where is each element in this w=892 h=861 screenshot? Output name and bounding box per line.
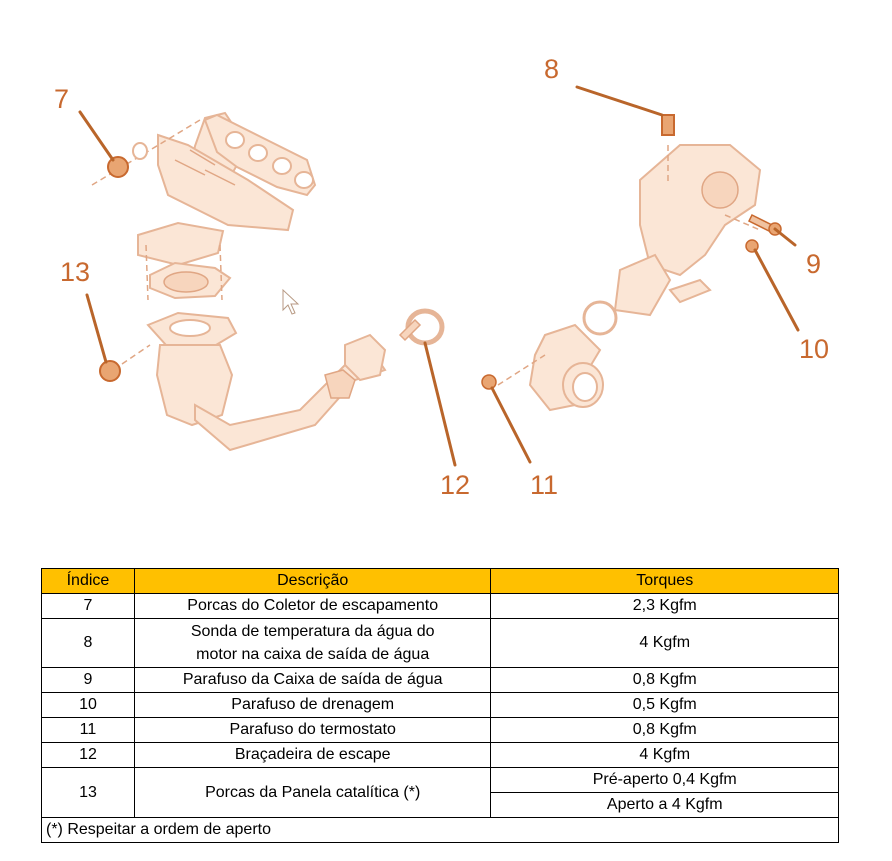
row-torque: 2,3 Kgfm xyxy=(490,593,839,619)
row-torque-final: Aperto a 4 Kgfm xyxy=(490,792,839,818)
footnote: (*) Respeitar a ordem de aperto xyxy=(41,817,839,843)
mouse-cursor-icon xyxy=(282,288,300,315)
callout-7: 7 xyxy=(54,84,69,114)
bolt-9-icon xyxy=(747,213,782,236)
callout-10: 10 xyxy=(799,334,829,364)
table-row: 10 Parafuso de drenagem 0,5 Kgfm xyxy=(41,692,839,718)
manifold-gasket xyxy=(203,113,317,197)
row-torque: 4 Kgfm xyxy=(490,742,839,768)
row-description: Braçadeira de escape xyxy=(133,742,492,768)
row-torque: 0,5 Kgfm xyxy=(490,692,839,718)
table-row: 7 Porcas do Coletor de escapamento 2,3 K… xyxy=(41,593,839,619)
callout-13: 13 xyxy=(60,257,90,287)
table-row: Aperto a 4 Kgfm xyxy=(42,792,839,818)
table-row: 9 Parafuso da Caixa de saída de água 0,8… xyxy=(41,667,839,693)
row-index: 9 xyxy=(41,667,135,693)
table-header-row: Índice Descrição Torques xyxy=(41,568,839,594)
row-index: 12 xyxy=(41,742,135,768)
nut-13-icon xyxy=(99,344,151,382)
header-description: Descrição xyxy=(133,568,492,594)
row-index: 8 xyxy=(41,618,135,668)
table-row: 8 Sonda de temperatura da água do motor … xyxy=(41,618,839,668)
row-index: 11 xyxy=(41,717,135,743)
row-description: Parafuso da Caixa de saída de água xyxy=(133,667,492,693)
callout-9: 9 xyxy=(806,249,821,279)
row-description: Sonda de temperatura da água do motor na… xyxy=(133,618,492,668)
table-row: 11 Parafuso do termostato 0,8 Kgfm xyxy=(41,717,839,743)
nut-7-icon xyxy=(107,142,148,178)
exhaust-clamp xyxy=(398,308,445,346)
exploded-parts-diagram: 7 8 9 10 11 12 13 xyxy=(54,54,829,500)
row-description: Porcas da Panela catalítica (*) xyxy=(133,767,492,818)
description-line-1: Sonda de temperatura da água do xyxy=(190,623,435,640)
table-row: 12 Braçadeira de escape 4 Kgfm xyxy=(41,742,839,768)
row-torque-pre: Pré-aperto 0,4 Kgfm xyxy=(490,767,839,793)
water-outlet-housing xyxy=(497,144,762,412)
callout-11: 11 xyxy=(530,470,558,500)
row-index: 7 xyxy=(41,593,135,619)
row-description: Porcas do Coletor de escapamento xyxy=(133,593,492,619)
row-torque: 0,8 Kgfm xyxy=(490,667,839,693)
torque-table: Índice Descrição Torques 7 Porcas do Col… xyxy=(41,568,839,843)
description-line-2: motor na caixa de saída de água xyxy=(196,646,430,663)
catalytic-converter xyxy=(146,311,387,452)
callout-8: 8 xyxy=(544,54,559,84)
row-torque: 0,8 Kgfm xyxy=(490,717,839,743)
sensor-8-icon xyxy=(661,114,675,136)
row-index: 10 xyxy=(41,692,135,718)
callout-12: 12 xyxy=(440,470,470,500)
header-index: Índice xyxy=(41,568,135,594)
exhaust-manifold xyxy=(91,111,295,301)
table-footnote-row: (*) Respeitar a ordem de aperto xyxy=(41,817,839,843)
row-index: 13 xyxy=(41,767,135,818)
row-description: Parafuso do termostato xyxy=(133,717,492,743)
bolt-11-icon xyxy=(481,374,497,390)
row-torque: 4 Kgfm xyxy=(490,618,839,668)
row-description: Parafuso de drenagem xyxy=(133,692,492,718)
header-torque: Torques xyxy=(490,568,839,594)
table-row: 13 Porcas da Panela catalítica (*) Pré-a… xyxy=(41,767,839,818)
